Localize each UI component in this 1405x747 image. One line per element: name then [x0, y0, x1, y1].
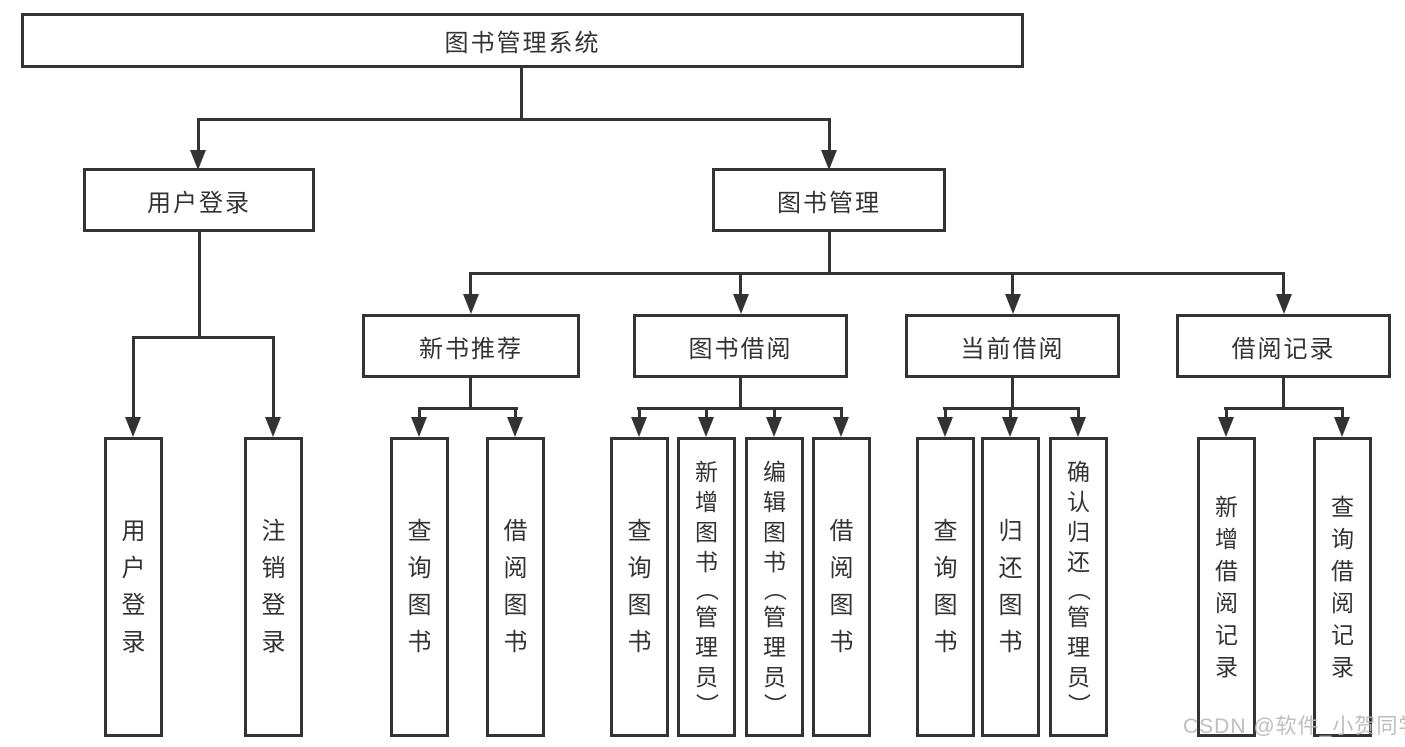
arrow-down	[1276, 294, 1292, 314]
leaf-edit-book-admin: 编辑图书（管理员）	[745, 437, 804, 737]
connector	[773, 407, 776, 419]
arrow-down	[733, 294, 749, 314]
leaf-label: 新增借阅记录	[1215, 494, 1238, 680]
node-label: 图书借阅	[688, 335, 793, 363]
leaf-user-login: 用户登录	[104, 437, 163, 737]
arrow-down	[1002, 417, 1018, 437]
leaf-label: 归还图书	[998, 518, 1023, 656]
connector	[1224, 407, 1344, 410]
leaf-query-borrow-record: 查询借阅记录	[1313, 437, 1372, 737]
node-new-book-recommend: 新书推荐	[362, 314, 580, 378]
arrow-down	[125, 417, 141, 437]
connector	[197, 118, 831, 121]
connector	[638, 407, 641, 419]
connector	[1225, 407, 1228, 419]
connector	[514, 407, 517, 419]
connector	[1009, 407, 1012, 419]
leaf-add-book-admin: 新增图书（管理员）	[677, 437, 736, 737]
arrow-down	[1005, 294, 1021, 314]
connector	[1011, 272, 1014, 296]
connector	[1077, 407, 1080, 419]
leaf-newrec-query-book: 查询图书	[390, 437, 449, 737]
arrow-down	[1218, 417, 1234, 437]
connector	[197, 118, 200, 152]
leaf-label: 借阅图书	[503, 518, 528, 656]
node-label: 用户登录	[147, 189, 251, 217]
leaf-borrow-query-book: 查询图书	[610, 437, 669, 737]
leaf-label: 查询图书	[407, 518, 432, 656]
connector	[1282, 272, 1285, 296]
connector	[828, 232, 831, 274]
connector	[840, 407, 843, 419]
leaf-borrow-book: 借阅图书	[812, 437, 871, 737]
leaf-confirm-return-admin: 确认归还（管理员）	[1049, 437, 1108, 737]
node-label: 借阅记录	[1231, 335, 1336, 363]
arrow-down	[698, 417, 714, 437]
node-label: 图书管理	[777, 189, 881, 217]
leaf-newrec-borrow-book: 借阅图书	[486, 437, 545, 737]
connector	[944, 407, 947, 419]
node-label: 当前借阅	[960, 335, 1065, 363]
csdn-watermark: CSDN @软件_小贺同学	[1183, 715, 1405, 738]
connector	[132, 336, 275, 339]
arrow-down	[190, 150, 206, 170]
arrow-down	[631, 417, 647, 437]
node-label: 图书管理系统	[444, 30, 601, 57]
leaf-label: 编辑图书（管理员）	[762, 459, 788, 716]
connector	[520, 68, 523, 120]
connector	[1341, 407, 1344, 419]
connector	[1282, 378, 1285, 409]
connector	[272, 336, 275, 419]
connector	[132, 336, 135, 419]
leaf-label: 查询图书	[627, 518, 652, 656]
arrow-down	[1334, 417, 1350, 437]
leaf-label: 确认归还（管理员）	[1066, 459, 1092, 716]
connector	[418, 407, 421, 419]
leaf-label: 新增图书（管理员）	[694, 459, 720, 716]
arrow-down	[411, 417, 427, 437]
leaf-logout: 注销登录	[244, 437, 303, 737]
connector	[705, 407, 708, 419]
connector	[828, 118, 831, 152]
arrow-down	[507, 417, 523, 437]
leaf-add-borrow-record: 新增借阅记录	[1197, 437, 1256, 737]
arrow-down	[265, 417, 281, 437]
leaf-label: 查询图书	[933, 518, 958, 656]
node-book-borrowing: 图书借阅	[633, 314, 848, 378]
node-library-management-system: 图书管理系统	[21, 13, 1024, 68]
arrow-down	[463, 294, 479, 314]
connector	[739, 272, 742, 296]
leaf-label: 查询借阅记录	[1331, 494, 1354, 680]
node-user-login: 用户登录	[83, 168, 315, 232]
node-borrowing-records: 借阅记录	[1176, 314, 1391, 378]
connector	[198, 232, 201, 338]
arrow-down	[821, 150, 837, 170]
connector	[637, 407, 843, 410]
leaf-return-book: 归还图书	[981, 437, 1040, 737]
connector	[469, 272, 472, 296]
leaf-label: 用户登录	[121, 518, 146, 656]
node-current-borrowing: 当前借阅	[905, 314, 1120, 378]
leaf-label: 注销登录	[261, 518, 286, 656]
arrow-down	[1070, 417, 1086, 437]
node-book-management: 图书管理	[712, 168, 946, 232]
connector	[469, 272, 1285, 275]
arrow-down	[937, 417, 953, 437]
connector	[418, 407, 518, 410]
leaf-current-query-book: 查询图书	[916, 437, 975, 737]
arrow-down	[833, 417, 849, 437]
leaf-label: 借阅图书	[829, 518, 854, 656]
node-label: 新书推荐	[419, 335, 523, 363]
connector	[469, 378, 472, 409]
arrow-down	[766, 417, 782, 437]
connector	[1011, 378, 1014, 409]
connector	[739, 378, 742, 409]
